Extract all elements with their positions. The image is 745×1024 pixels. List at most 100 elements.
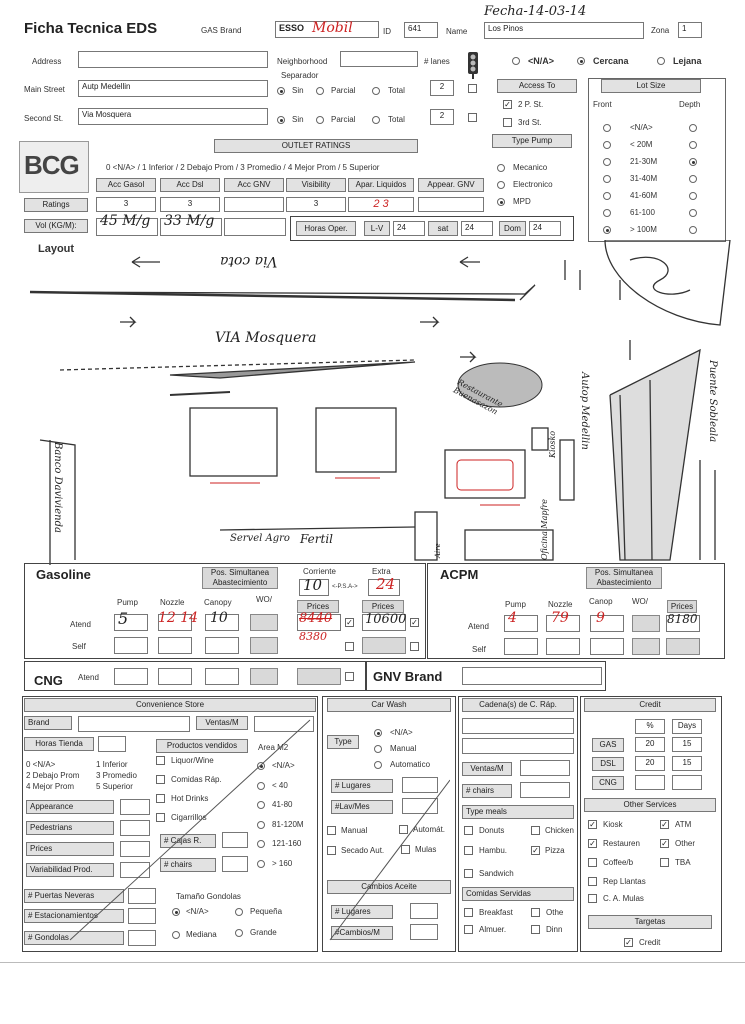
proximity-na-radio[interactable] [512,57,520,65]
acpm-self-canop-field[interactable] [590,638,624,655]
second-street-field[interactable]: Via Mosquera [78,108,268,125]
conv-area-radio[interactable] [257,801,265,809]
conv-cajas-field[interactable] [222,832,248,848]
sat-field[interactable]: 24 [461,221,493,236]
conv-puertas-field[interactable] [128,888,156,904]
conv-product-checkbox[interactable] [156,813,165,822]
corriente-field[interactable] [299,579,329,596]
acpm-self-price-field[interactable] [666,638,700,655]
second-sep-sin-radio[interactable] [277,116,285,124]
lot-front-radio[interactable] [603,124,611,132]
conv-area-radio[interactable] [257,781,265,790]
service-checkbox[interactable]: ✓ [588,820,597,829]
main-lanes-field[interactable]: 2 [430,80,454,96]
lot-depth-radio[interactable] [689,158,697,166]
acpm-atend-nozzle-field[interactable] [546,615,580,632]
carwash-lugares-field[interactable] [402,777,438,793]
comida-othe-checkbox[interactable] [531,908,540,917]
cadena-ventas-field[interactable] [520,760,570,776]
service-checkbox[interactable] [660,858,669,867]
cng-pump-field[interactable] [114,668,148,685]
acpm-atend-canop-field[interactable] [590,615,624,632]
cadena-chairs-field[interactable] [520,782,570,798]
gas-self-wo-field[interactable] [250,637,278,654]
second-lanes-checkbox[interactable] [468,113,477,122]
gas-self-pump-field[interactable] [114,637,148,654]
cng-wo-field[interactable] [250,668,278,685]
comida-dinn-checkbox[interactable] [531,925,540,934]
lot-front-radio[interactable] [603,192,611,200]
dom-field[interactable]: 24 [529,221,561,236]
cng-canopy-field[interactable] [205,668,239,685]
conv-area-radio[interactable] [257,820,265,829]
id-field[interactable]: 641 [404,22,438,38]
outlet-rating-field[interactable]: 3 [286,197,346,212]
vol-gnv-field[interactable] [224,218,286,236]
conv-product-checkbox[interactable] [156,775,165,784]
gas-atend-pump-field[interactable] [114,614,148,631]
main-sep-parcial-radio[interactable] [316,87,324,95]
gas-self-price2-checkbox[interactable] [410,642,419,651]
lot-depth-radio[interactable] [689,192,697,200]
comida-breakfast-checkbox[interactable] [464,908,473,917]
conv-area-radio[interactable] [257,840,265,848]
acpm-self-wo-field[interactable] [632,638,660,655]
conv-rating-field[interactable] [120,862,150,878]
acpm-self-nozzle-field[interactable] [546,638,580,655]
gas-atend-price1-field[interactable] [297,614,341,631]
second-sep-parcial-radio[interactable] [316,116,324,124]
carwash-manual-radio[interactable] [374,745,382,753]
tamano-grande-radio[interactable] [235,929,243,937]
outlet-rating-field[interactable]: 3 [160,197,220,212]
gas-price2-checkbox[interactable]: ✓ [410,618,419,627]
pump-electronico-radio[interactable] [497,181,505,189]
second-lanes-field[interactable]: 2 [430,109,454,125]
conv-horas-field[interactable] [98,736,126,752]
outlet-rating-field[interactable]: 2 3 [348,197,414,212]
lot-depth-radio[interactable] [689,141,697,149]
gas-self-price2-field[interactable] [362,637,406,654]
gas-atend-price2-field[interactable] [362,614,406,631]
gas-price1-checkbox[interactable]: ✓ [345,618,354,627]
tamano-pequena-radio[interactable] [235,908,243,916]
service-checkbox[interactable]: ✓ [588,839,597,848]
gnv-brand-field[interactable] [462,667,602,685]
cng-price-checkbox[interactable] [345,672,354,681]
carwash-auto-radio[interactable] [374,761,382,769]
conv-rating-field[interactable] [120,820,150,836]
vol-gasol-field[interactable] [96,218,158,236]
main-sep-total-radio[interactable] [372,87,380,95]
name-field[interactable]: Los Pinos [484,22,644,39]
lot-front-radio[interactable] [603,141,611,149]
outlet-rating-field[interactable] [224,197,284,212]
acpm-atend-pump-field[interactable] [504,615,538,632]
conv-rating-field[interactable] [120,841,150,857]
neighborhood-field[interactable] [340,51,418,67]
address-field[interactable] [78,51,268,68]
lot-depth-radio[interactable] [689,175,697,183]
main-sep-sin-radio[interactable] [277,87,285,95]
lot-depth-radio[interactable] [689,226,697,234]
pump-mecanico-radio[interactable] [497,164,505,172]
cng-nozzle-field[interactable] [158,668,192,685]
gas-atend-canopy-field[interactable] [205,614,239,631]
conv-product-checkbox[interactable] [156,756,165,765]
carwash-manual-checkbox[interactable] [327,826,336,835]
carwash-lav-field[interactable] [402,798,438,814]
conv-chairs-field[interactable] [222,856,248,872]
cadena-name2-field[interactable] [462,738,574,754]
conv-area-radio[interactable] [257,762,265,770]
carwash-automat-checkbox[interactable] [399,825,408,834]
cambios-mes-field[interactable] [410,924,438,940]
vol-dsl-field[interactable] [160,218,222,236]
cng-price-field[interactable] [297,668,341,685]
lot-front-radio[interactable] [603,158,611,166]
cadena-name-field[interactable] [462,718,574,734]
tamano-na-radio[interactable] [172,908,180,916]
outlet-rating-field[interactable]: 3 [96,197,156,212]
outlet-rating-field[interactable] [418,197,484,212]
lot-front-radio[interactable] [603,226,611,234]
carwash-na-radio[interactable] [374,729,382,737]
service-checkbox[interactable] [588,858,597,867]
conv-ventas-field[interactable] [254,716,314,732]
